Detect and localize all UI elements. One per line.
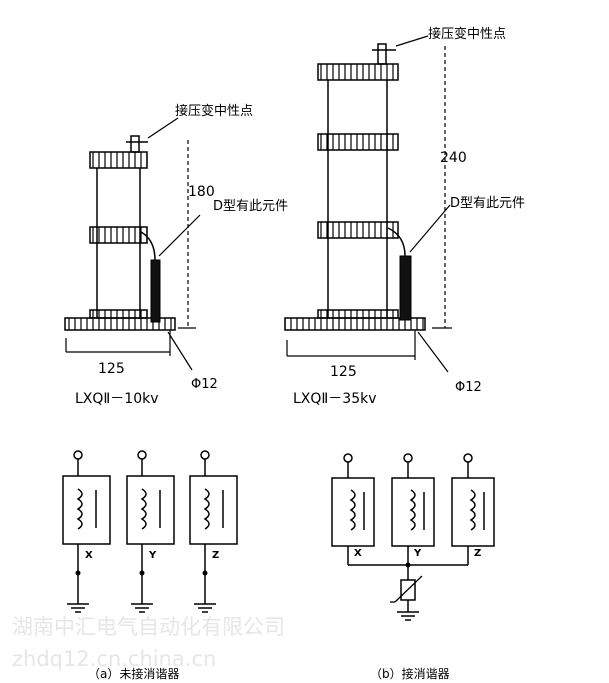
phase-label: X [85,550,93,561]
height-dimension: 180 [188,184,215,200]
shed-upper [317,133,399,151]
watermark-company: 湖南中汇电气自动化有限公司 [12,615,285,639]
phase-unit-x: X [62,450,111,613]
height-dimension: 240 [440,150,467,166]
shed-bottom [89,309,148,319]
model-label: LXQⅡ－35kv [293,391,377,407]
phase-label: Z [212,550,219,561]
element-label: D型有此元件 [213,199,288,214]
shed-middle [89,226,148,244]
shed-top [317,63,399,81]
phase-label: X [354,548,362,559]
neutral-point-label: 接压变中性点 [175,103,253,119]
width-dimension: 125 [330,364,357,380]
element-block [150,259,161,323]
model-label: LXQⅡ－10kv [75,391,159,407]
phase-unit-x: X [331,453,375,565]
neutral-point-label: 接压变中性点 [428,26,506,42]
caption-a: （a）未接消谐器 [88,666,179,681]
phase-label: Y [148,550,157,561]
watermark-url: zhdq12.cn.china.cn [12,647,216,671]
phase-unit-z: Z [189,450,238,613]
drawing-35kv: 接压变中性点 D型有此元件 240 125 Φ12 LXQⅡ－35kv [284,26,525,407]
phase-unit-z: Z [451,453,495,565]
phase-label: Z [474,548,481,559]
shed-lower [317,221,399,239]
diameter-dimension: Φ12 [455,380,482,395]
schematic-a: X Y Z （a） [62,450,238,681]
diameter-dimension: Φ12 [191,377,218,392]
shed-bottom [317,309,399,319]
phase-label: Y [413,548,422,559]
shed-top [89,151,148,169]
element-block [399,255,412,321]
drawing-10kv: 接压变中性点 D型有此元件 180 125 Φ12 LXQⅡ－10kv [64,103,288,407]
phase-unit-y: Y [126,450,175,613]
caption-b: （b）接消谐器 [370,666,450,681]
schematic-b: X Y Z （b）接消谐器 [331,453,495,681]
phase-unit-y: Y [391,453,435,580]
width-dimension: 125 [98,361,125,377]
element-label: D型有此元件 [450,196,525,211]
